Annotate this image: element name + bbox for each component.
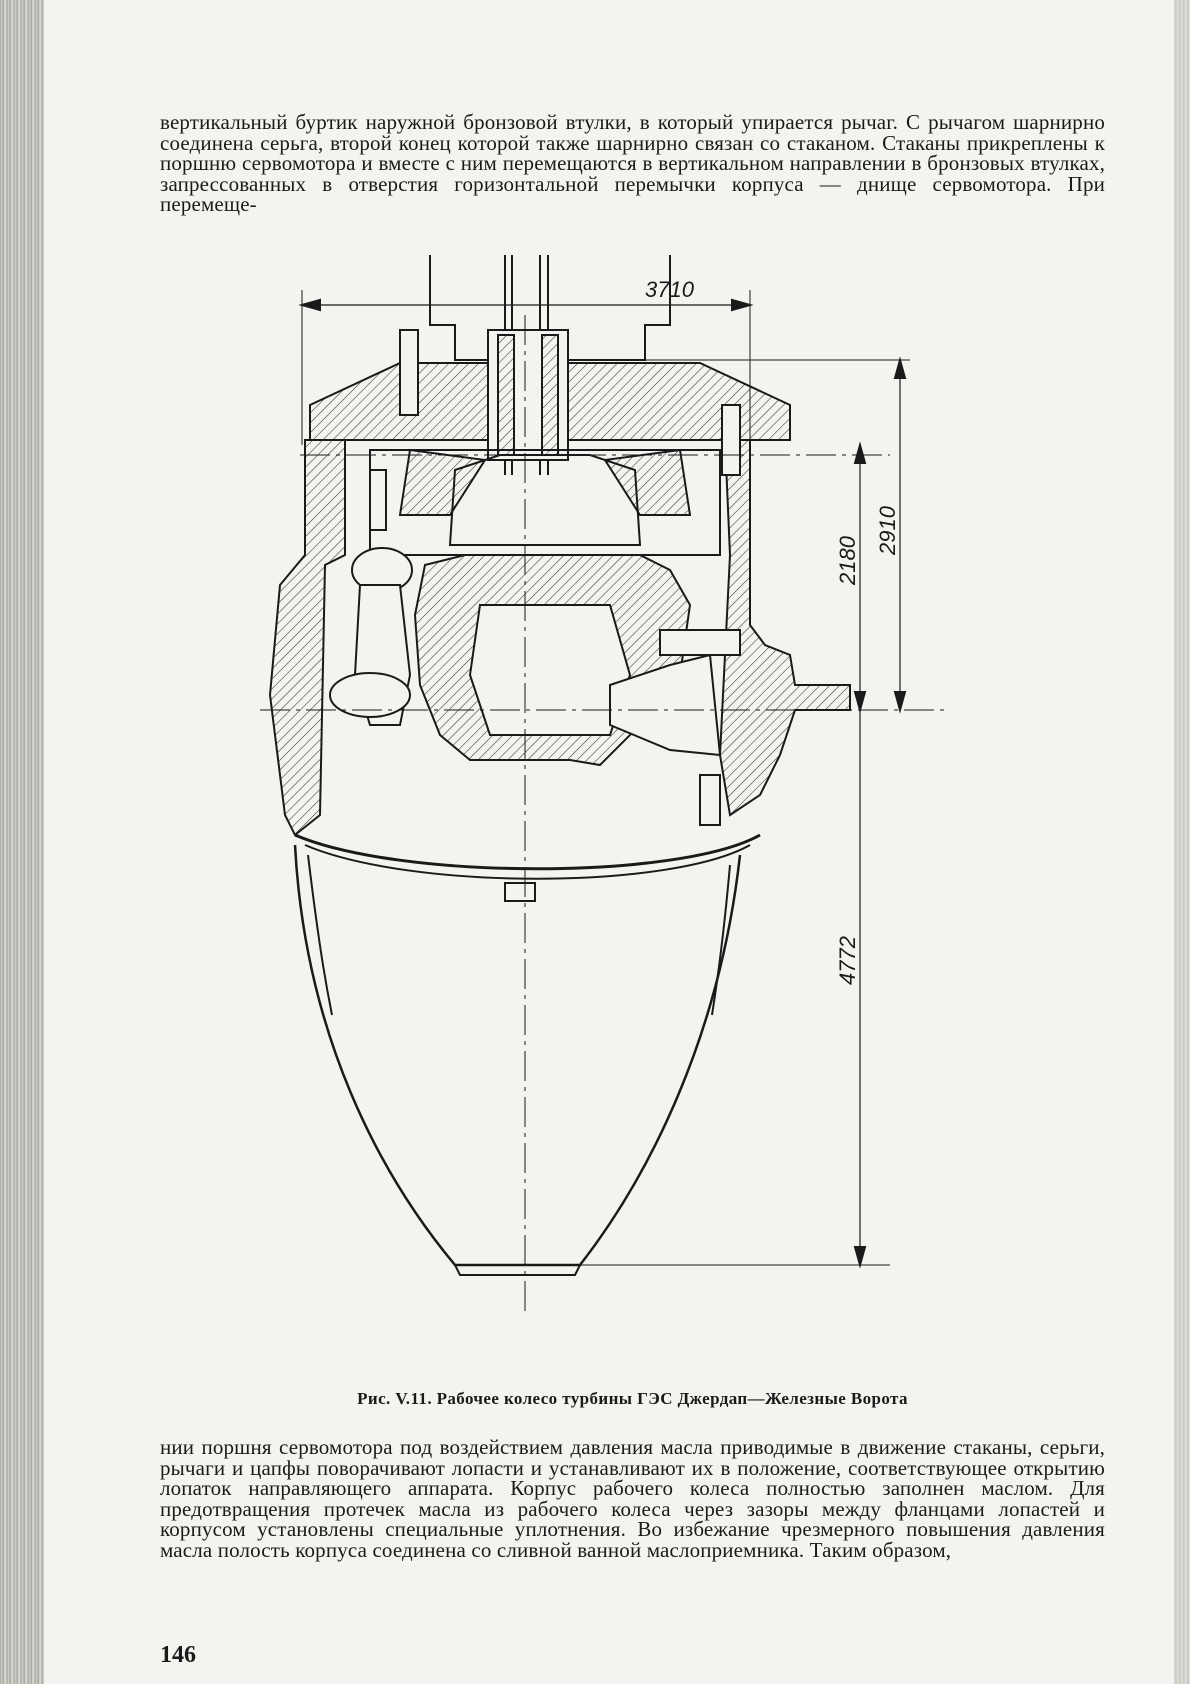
scan-right-edge bbox=[1174, 0, 1190, 1684]
bottom-paragraph-text: нии поршня сервомотора под воздействием … bbox=[160, 1435, 1105, 1562]
dim-height-upper: 2910 bbox=[875, 505, 900, 556]
page-number: 146 bbox=[160, 1642, 196, 1668]
dim-height-mid: 2180 bbox=[835, 535, 860, 586]
figure-caption: Рис. V.11. Рабочее колесо турбины ГЭС Дж… bbox=[357, 1389, 908, 1408]
dim-width-top: 3710 bbox=[645, 277, 695, 302]
scan-binding-edge bbox=[0, 0, 44, 1684]
bottom-paragraph: нии поршня сервомотора под воздействием … bbox=[160, 1435, 1105, 1562]
top-paragraph: вертикальный буртик наружной бронзовой в… bbox=[160, 112, 1105, 215]
turbine-runner-drawing: 3710 2910 2180 4772 bbox=[250, 255, 970, 1375]
dim-height-lower: 4772 bbox=[835, 936, 860, 985]
top-paragraph-text: вертикальный буртик наружной бронзовой в… bbox=[160, 110, 1105, 216]
